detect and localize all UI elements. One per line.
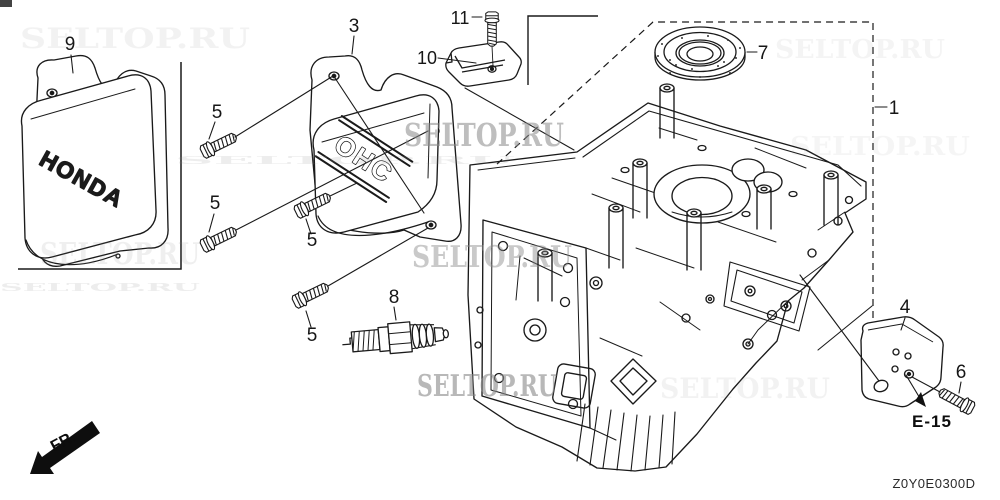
bracket-bolt-11 (484, 11, 500, 47)
drawing-code: Z0Y0E0300D (892, 476, 975, 491)
watermark-text: SELTOP.RU (412, 240, 572, 275)
part-label-5c: 5 (307, 230, 318, 251)
side-plate-drawing (860, 316, 944, 408)
group-frame-part10-11 (527, 15, 598, 85)
spark-plug-drawing (342, 321, 449, 355)
oil-seal-drawing (654, 26, 746, 81)
honda-cover-drawing: HONDA (20, 54, 169, 267)
flange-bolt-5d (290, 279, 332, 311)
part-label-5d: 5 (307, 325, 318, 346)
part-label-5a: 5 (212, 102, 223, 123)
part-label-1: 1 (889, 98, 900, 119)
seal-texture-dots (657, 35, 741, 78)
watermark-text: SELTOP.RU (40, 237, 200, 272)
reference-label-e15: E-15 (912, 412, 952, 431)
watermark-text: SELTOP.RU (660, 372, 830, 405)
watermark-text: SELTOP.RU (0, 281, 201, 294)
stud-bosses (537, 83, 839, 302)
watermark-text: SELTOP.RU (417, 369, 557, 404)
flange-bolt-5b (198, 223, 240, 255)
group-frame-part9 (18, 62, 182, 270)
part-label-7: 7 (758, 43, 769, 64)
watermark-text: SELTOP.RU (175, 154, 517, 167)
assembly-boundary (496, 21, 874, 318)
part-label-4: 4 (900, 297, 911, 318)
front-direction-arrow (30, 421, 100, 474)
watermark-text: SELTOP.RU (20, 22, 250, 55)
watermark-text: SELTOP.RU (790, 132, 970, 162)
part-label-5b: 5 (210, 193, 221, 214)
rocker-cover-drawing: OHC (309, 54, 462, 243)
part-label-9: 9 (65, 34, 76, 55)
part-label-10: 10 (417, 48, 437, 68)
e15-arrowhead (915, 392, 926, 407)
front-direction-marker: FR. (30, 421, 100, 474)
part-label-11: 11 (451, 8, 470, 28)
part-label-8: 8 (389, 287, 400, 308)
watermark-text: SELTOP.RU (404, 116, 564, 154)
cylinder-barrel-drawing (467, 83, 867, 472)
part-label-3: 3 (349, 16, 360, 37)
watermarks: SELTOP.RU SELTOP.RU SELTOP.RU SELTOP.RU … (0, 22, 970, 405)
leader-lines (70, 16, 962, 401)
part-label-6: 6 (956, 362, 967, 383)
bracket-plate-drawing (445, 41, 522, 87)
scan-artifact (0, 0, 12, 7)
watermark-text: SELTOP.RU (775, 35, 945, 65)
